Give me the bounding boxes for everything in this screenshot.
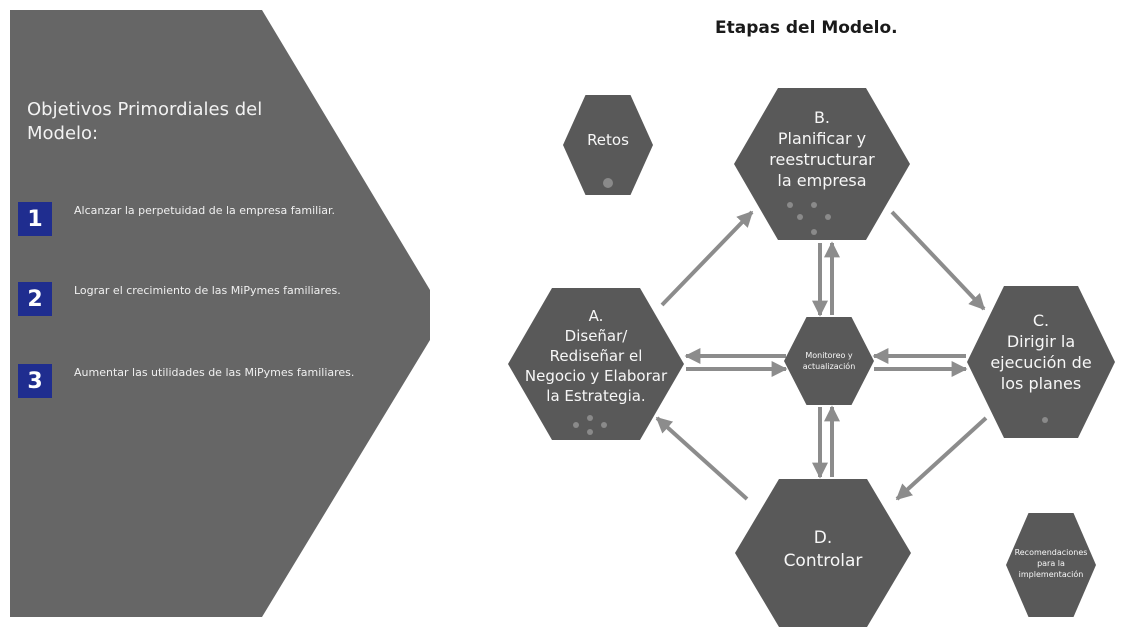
objective-number: 1 (18, 202, 52, 236)
diagram-title: Etapas del Modelo. (715, 18, 898, 38)
node-retos-label: Retos (587, 131, 629, 149)
hexagon-center (784, 317, 874, 405)
panel-title: Objetivos Primordiales del Modelo: (27, 99, 263, 144)
arrow-b-to-c (890, 210, 986, 311)
objective-text: Aumentar las utilidades de las MiPymes f… (74, 366, 355, 379)
arrow-c-to-d (895, 416, 988, 501)
retos-icon (603, 178, 613, 188)
hexagon-retos (563, 95, 653, 195)
network-icon (601, 422, 607, 428)
connector-arrows (655, 210, 988, 501)
objective-3: 3 Aumentar las utilidades de las MiPymes… (18, 364, 358, 404)
network-icon (587, 429, 593, 435)
network-icon (573, 422, 579, 428)
objective-number: 2 (18, 282, 52, 316)
hexagon-nodes (508, 88, 1115, 627)
network-icon (811, 229, 817, 235)
network-icon (787, 202, 793, 208)
objective-text: Alcanzar la perpetuidad de la empresa fa… (74, 204, 336, 217)
hexagon-recom (1006, 513, 1096, 617)
objective-text: Lograr el crecimiento de las MiPymes fam… (74, 284, 341, 297)
network-icon (811, 202, 817, 208)
node-glyphs (573, 178, 1048, 435)
objectives-panel: Objetivos Primordiales del Modelo: 1 Alc… (0, 0, 450, 627)
panel-background (10, 10, 430, 617)
hexagon-b (734, 88, 910, 240)
node-d-label: D.Controlar (783, 528, 863, 571)
network-icon (825, 214, 831, 220)
arrow-glyph-icon (1042, 417, 1048, 423)
arrow-a-to-b (660, 210, 754, 307)
network-icon (797, 214, 803, 220)
objective-number: 3 (18, 364, 52, 398)
arrow-d-to-a (655, 416, 749, 501)
hexagon-c (967, 286, 1115, 438)
objective-1: 1 Alcanzar la perpetuidad de la empresa … (18, 202, 358, 242)
hexagon-a (508, 288, 684, 440)
objective-2: 2 Lograr el crecimiento de las MiPymes f… (18, 282, 358, 322)
hexagon-d (735, 479, 911, 627)
network-icon (587, 415, 593, 421)
